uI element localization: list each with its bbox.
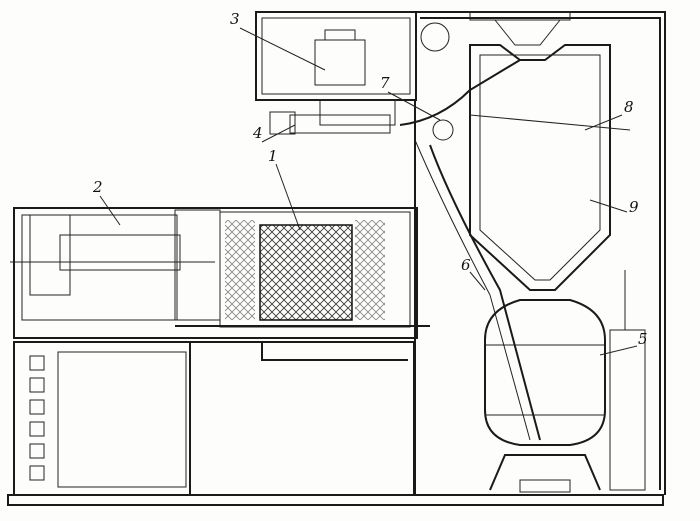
label-5: 5: [638, 330, 648, 348]
label-8: 8: [624, 98, 634, 116]
press-frame: [13, 207, 418, 339]
label-1: 1: [268, 147, 278, 165]
label-2: 2: [93, 178, 103, 196]
vessel-stand: [489, 454, 601, 491]
base-plate: [7, 494, 664, 506]
rod-8: [469, 114, 631, 131]
label-4: 4: [253, 124, 263, 142]
chute-7: [399, 59, 521, 126]
drive-housing: [255, 11, 417, 101]
control-cabinet: [13, 341, 415, 496]
cylinder-2: [59, 234, 181, 271]
cylinder-3: [314, 39, 366, 86]
label-9: 9: [629, 198, 639, 216]
right-frame: [415, 11, 666, 495]
label-7: 7: [380, 74, 390, 92]
label-6: 6: [461, 256, 471, 274]
gear-unit: [319, 99, 396, 126]
hopper-9: [469, 44, 611, 291]
switch-column: [29, 355, 45, 481]
label-3: 3: [230, 10, 240, 28]
chute-6: [429, 144, 541, 441]
leader-lines: [99, 27, 638, 356]
vessel-5: [484, 299, 606, 446]
valve-wheel: [420, 22, 450, 52]
mold-1: [259, 224, 353, 321]
actuator-4: [289, 114, 391, 134]
